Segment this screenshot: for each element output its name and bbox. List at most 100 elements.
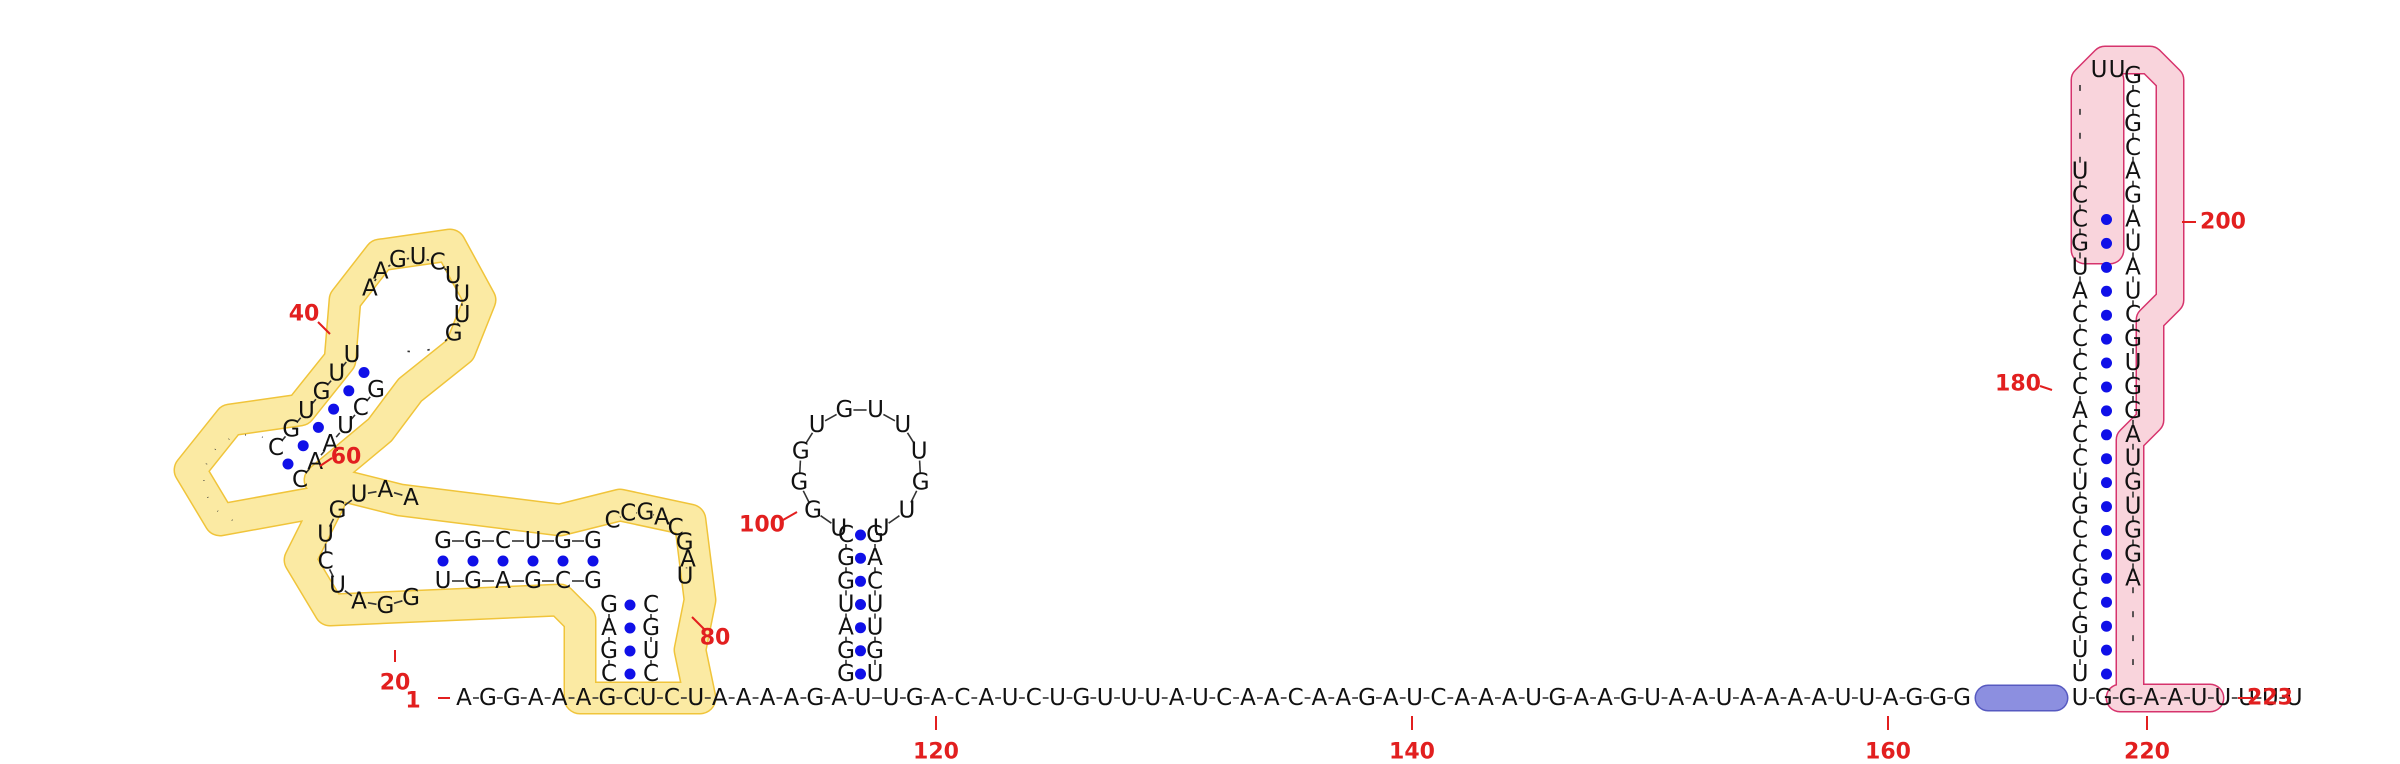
- nucleotide: C: [292, 467, 308, 493]
- multiloop-backbone: [326, 380, 332, 386]
- nucleotide: G: [1905, 685, 1923, 711]
- nucleotide: A: [495, 568, 511, 594]
- position-number-120: 120: [913, 740, 959, 764]
- nucleotide: U: [298, 398, 315, 424]
- nucleotide: A: [784, 685, 800, 711]
- nucleotide: U: [873, 515, 890, 541]
- tick-100: [782, 511, 798, 521]
- nucleotide: U: [1716, 685, 1733, 711]
- base-pair-dot: [557, 555, 569, 567]
- base-pair-dot: [2101, 620, 2112, 632]
- nucleotide: A: [2125, 422, 2141, 448]
- nucleotide: A: [403, 485, 419, 511]
- base-pair-dot: [2101, 261, 2112, 273]
- base-pair-dot: [437, 555, 449, 567]
- multiloop-backbone: [367, 602, 377, 606]
- nucleotide: A: [351, 588, 367, 614]
- nucleotide: A: [2125, 207, 2141, 233]
- multiloop-backbone: [350, 414, 356, 420]
- nucleotide: U: [883, 685, 900, 711]
- nucleotide: A: [2144, 685, 2160, 711]
- nucleotide: C: [2072, 207, 2088, 233]
- hairpin-backbone: [798, 460, 802, 474]
- nucleotide: A: [712, 685, 728, 711]
- nucleotide: A: [2125, 565, 2141, 591]
- multiloop-backbone: [456, 322, 460, 326]
- nucleotide: G: [1620, 685, 1638, 711]
- hairpin-backbone: [918, 460, 922, 474]
- nucleotide: G: [402, 585, 420, 611]
- nucleotide: A: [2072, 398, 2088, 424]
- nucleotide: G: [600, 592, 618, 618]
- nucleotide: U: [2125, 350, 2142, 376]
- nucleotide: U: [454, 302, 471, 328]
- nucleotide: U: [1406, 685, 1423, 711]
- nucleotide: A: [978, 685, 994, 711]
- base-pair-dot: [587, 555, 599, 567]
- nucleotide: U: [2125, 230, 2142, 256]
- base-pair-dot: [855, 668, 866, 680]
- nucleotide: G: [912, 470, 930, 496]
- hairpin-backbone: [804, 432, 814, 445]
- nucleotide: G: [2071, 494, 2089, 520]
- nucleotide: U: [2072, 254, 2089, 280]
- nucleotide: G: [636, 499, 654, 525]
- nucleotide: U: [1858, 685, 1875, 711]
- nucleotide: U: [2072, 470, 2089, 496]
- nucleotide: G: [2124, 398, 2142, 424]
- multiloop-backbone: [456, 283, 459, 287]
- base-pair-dot: [2101, 501, 2112, 513]
- base-pair-dot: [2101, 357, 2112, 369]
- multiloop-backbone: [393, 491, 403, 496]
- nucleotide: G: [464, 528, 482, 554]
- nucleotide: C: [318, 548, 334, 574]
- nucleotide: G: [2071, 230, 2089, 256]
- nucleotide: U: [898, 498, 915, 524]
- nucleotide: G: [1548, 685, 1566, 711]
- nucleotide: A: [1764, 685, 1780, 711]
- nucleotide: C: [1026, 685, 1042, 711]
- nucleotide: G: [837, 661, 855, 687]
- nucleotide: U: [2191, 685, 2208, 711]
- nucleotide: A: [1502, 685, 1518, 711]
- nucleotide: U: [1835, 685, 1852, 711]
- nucleotide: G: [676, 530, 694, 556]
- nucleotide: U: [2262, 685, 2279, 711]
- nucleotide: U: [867, 592, 884, 618]
- base-pair-dot: [2101, 548, 2112, 560]
- nucleotide: G: [2124, 470, 2142, 496]
- multiloop-backbone: [426, 258, 430, 261]
- backbone-layer: [203, 85, 2286, 699]
- nucleotide: U: [2072, 685, 2089, 711]
- nucleotide: U: [640, 685, 657, 711]
- multiloop-backbone: [444, 338, 448, 342]
- nucleotide: U: [894, 412, 911, 438]
- nucleotide: A: [1383, 685, 1399, 711]
- tick-40: [317, 321, 331, 335]
- nucleotide: G: [282, 416, 300, 442]
- nucleotide: U: [1049, 685, 1066, 711]
- nucleotide: C: [2072, 302, 2088, 328]
- nucleotide: G: [479, 685, 497, 711]
- nucleotide: G: [790, 470, 808, 496]
- position-number-20: 20: [380, 671, 411, 696]
- multiloop-backbone: [335, 432, 341, 438]
- multiloop-backbone: [365, 396, 371, 402]
- nucleotide: G: [367, 377, 385, 403]
- nucleotide: C: [2072, 350, 2088, 376]
- nucleotide: U: [1525, 685, 1542, 711]
- nucleotide: A: [1788, 685, 1804, 711]
- multiloop-backbone: [320, 450, 326, 456]
- position-number-223: 223: [2247, 686, 2293, 711]
- nucleotide: G: [2071, 565, 2089, 591]
- nucleotide: G: [2124, 374, 2142, 400]
- nucleotide: U: [2072, 661, 2089, 687]
- nucleotide: A: [323, 431, 339, 457]
- nucleotide: C: [1430, 685, 1446, 711]
- base-pair-dot: [624, 599, 636, 611]
- base-pair-dot: [2101, 596, 2112, 608]
- nucleotide: U: [838, 592, 855, 618]
- nucleotide: U: [329, 572, 346, 598]
- hairpin-backbone: [910, 490, 918, 503]
